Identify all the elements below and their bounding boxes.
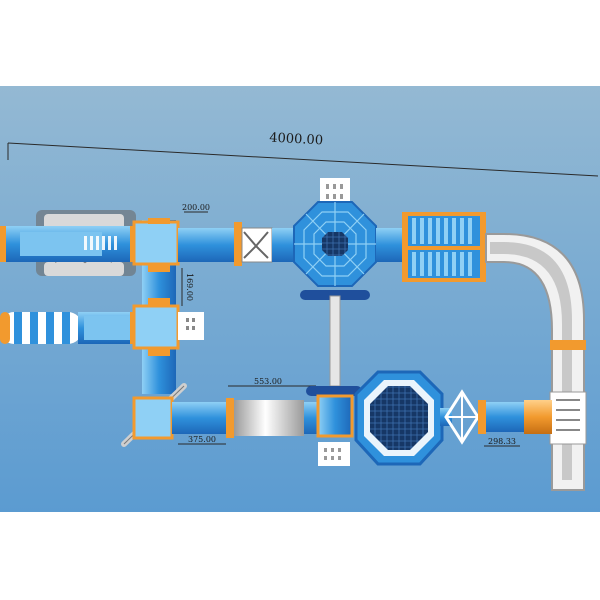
overall-width-label: 4000.00	[269, 131, 323, 149]
lower-walkway: 553.00 375.00	[121, 377, 320, 447]
top-left-slide	[0, 210, 138, 276]
curved-slide	[485, 233, 587, 491]
bridge-span-label: 553.00	[254, 377, 282, 386]
diagram-background	[0, 86, 600, 512]
top-right-ladder	[376, 212, 486, 282]
diamond-connector	[440, 389, 480, 445]
top-walkway: 200.00 169.00	[178, 203, 296, 306]
lower-segment-label: 375.00	[188, 435, 216, 444]
right-segment-label: 298.33	[488, 437, 516, 446]
trampoline	[354, 370, 444, 466]
connector-height-label: 169.00	[185, 273, 194, 301]
octagon-platform	[293, 178, 377, 300]
mid-left-striped-slide	[0, 312, 138, 344]
left-vertical-spine	[132, 218, 204, 394]
overall-dimension: 4000.00	[7, 131, 599, 177]
walkway-width-label: 200.00	[182, 203, 210, 212]
center-connector-pole	[329, 295, 341, 387]
right-lower-walkway: 298.33	[478, 400, 552, 447]
lower-hub	[306, 386, 362, 466]
